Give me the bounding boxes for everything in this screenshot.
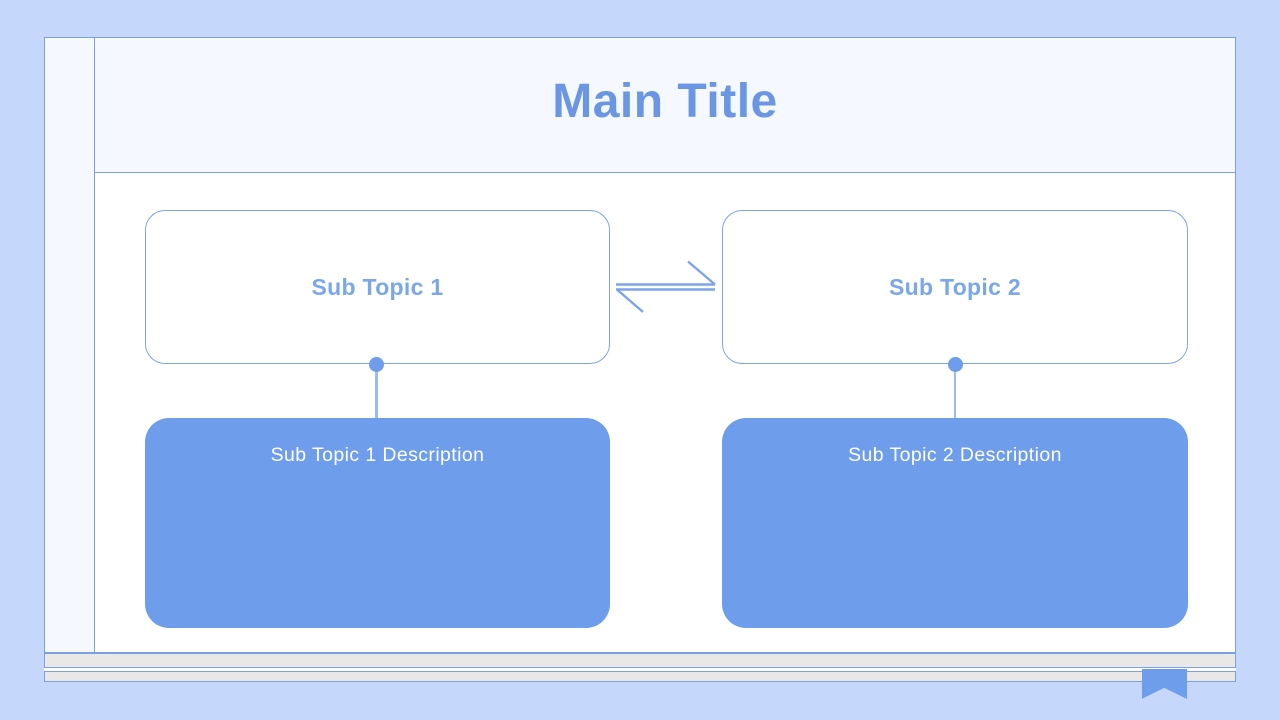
description-box-1[interactable]: Sub Topic 1 Description bbox=[145, 418, 610, 628]
main-title[interactable]: Main Title bbox=[552, 75, 778, 128]
page-edge-bar-2 bbox=[44, 670, 1236, 682]
description-box-2[interactable]: Sub Topic 2 Description bbox=[722, 418, 1188, 628]
page-edge-stack bbox=[44, 652, 1236, 682]
page-edge-bar-1 bbox=[44, 652, 1236, 668]
connector-line-2 bbox=[953, 363, 956, 419]
connector-dot-2 bbox=[947, 357, 963, 372]
description-1-label: Sub Topic 1 Description bbox=[270, 444, 485, 466]
equilibrium-arrow-icon bbox=[610, 255, 720, 318]
connector-dot-1 bbox=[369, 357, 384, 372]
topic-1-label: Sub Topic 1 bbox=[311, 273, 444, 300]
side-strip bbox=[45, 38, 95, 652]
description-2-label: Sub Topic 2 Description bbox=[848, 444, 1062, 466]
bookmark-ribbon-icon bbox=[1141, 669, 1187, 699]
title-band: Main Title bbox=[95, 38, 1235, 173]
topic-box-1[interactable]: Sub Topic 1 bbox=[145, 210, 610, 364]
connector-line-1 bbox=[375, 363, 378, 419]
topic-box-2[interactable]: Sub Topic 2 bbox=[722, 210, 1188, 364]
topic-2-label: Sub Topic 2 bbox=[889, 273, 1021, 300]
